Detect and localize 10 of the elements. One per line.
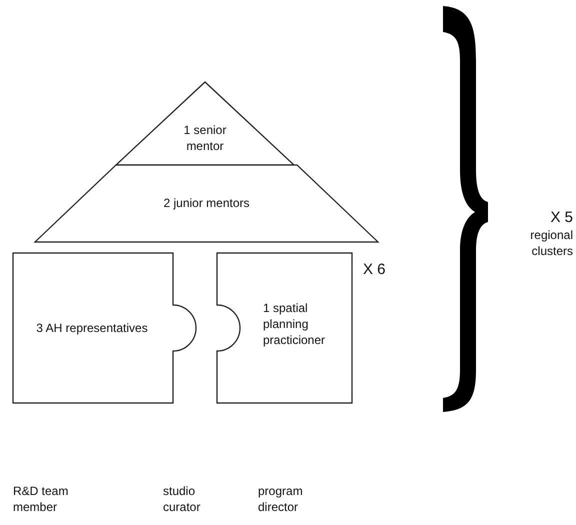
multiplier-label: X 6 <box>363 260 386 280</box>
multiplier-label: X 5 <box>549 208 573 228</box>
node-label: 1 senior mentor <box>182 122 228 154</box>
group-label: regional clusters <box>529 228 573 260</box>
role-label: studio curator <box>163 484 202 516</box>
role-label: R&D team member <box>13 484 70 516</box>
role-label: program director <box>258 484 304 516</box>
node-label: 2 junior mentors <box>162 195 251 212</box>
node-label: 3 AH representatives <box>35 320 149 336</box>
node-label: 1 spatial planning practicioner <box>263 300 326 349</box>
